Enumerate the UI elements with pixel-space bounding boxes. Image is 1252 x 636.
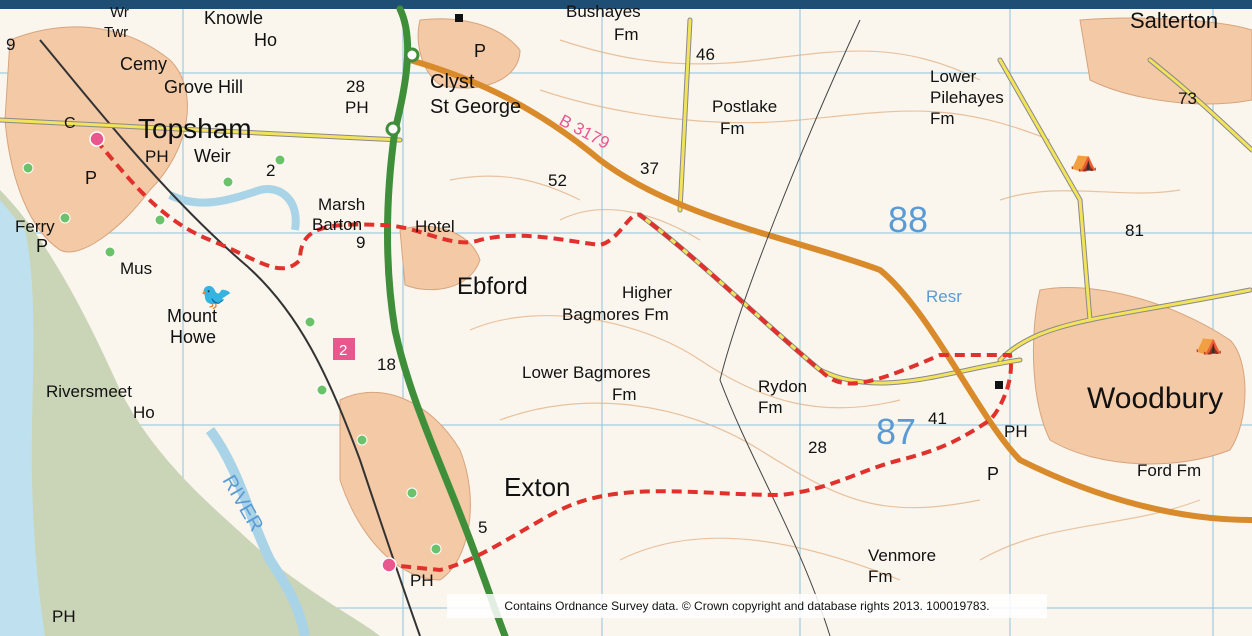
- label-woodbury: Woodbury: [1087, 382, 1223, 415]
- walking-route: [94, 138, 1013, 573]
- power-line: [719, 19, 861, 636]
- label-ph-2: PH: [145, 147, 169, 166]
- label-topsham: Topsham: [138, 113, 252, 144]
- label-mus: Mus: [120, 259, 152, 278]
- church-icon: [995, 381, 1003, 389]
- label-ford-fm: Ford Fm: [1137, 461, 1201, 480]
- a-road: [384, 5, 509, 636]
- label-ph-3: PH: [1004, 422, 1028, 441]
- roundabout: [404, 47, 420, 63]
- label-barton: Barton: [312, 215, 362, 234]
- label-ph-4: PH: [410, 571, 434, 590]
- label-bushayes: Bushayes: [566, 2, 641, 21]
- b-road: [407, 57, 1252, 523]
- label-resr: Resr: [926, 287, 962, 306]
- label-knowle: Knowle: [204, 8, 263, 28]
- height-41: 41: [928, 409, 947, 428]
- label-marsh: Marsh: [318, 195, 365, 214]
- label-salterton: Salterton: [1130, 8, 1218, 33]
- height-5: 5: [478, 518, 487, 537]
- label-st-george: St George: [430, 96, 521, 118]
- height-46: 46: [696, 45, 715, 64]
- label-bushayes-fm: Fm: [614, 25, 639, 44]
- label-ph-5: PH: [52, 607, 76, 626]
- label-hotel: Hotel: [415, 217, 455, 236]
- grid-box: [333, 338, 355, 360]
- creek: [168, 185, 300, 231]
- grid-number-87: 87: [876, 411, 916, 452]
- label-knowle-ho: Ho: [254, 30, 277, 50]
- green-markers: [22, 154, 442, 555]
- grid-box-number: 2: [339, 342, 347, 359]
- label-clyst: Clyst: [430, 71, 475, 93]
- label-lower-bagmores-fm: Fm: [612, 385, 637, 404]
- label-postlake-fm: Fm: [720, 119, 745, 138]
- label-lower-bagmores: Lower Bagmores: [522, 363, 651, 382]
- height-9: 9: [6, 35, 15, 54]
- label-lower: Lower: [930, 67, 977, 86]
- label-venmore-fm: Fm: [868, 567, 893, 586]
- label-bagmores-fm: Bagmores Fm: [562, 305, 669, 324]
- height-18: 18: [377, 355, 396, 374]
- estuary-flats: [0, 190, 380, 636]
- height-28: 28: [346, 77, 365, 96]
- label-riversmeet-ho: Ho: [133, 403, 155, 422]
- place-labels: Topsham Clyst St George Ebford Exton Woo…: [15, 2, 1223, 586]
- label-pilehayes-fm: Fm: [930, 109, 955, 128]
- height-37: 37: [640, 159, 659, 178]
- river-channel-2: [205, 427, 310, 636]
- label-postlake: Postlake: [712, 97, 777, 116]
- campsite-icon-2: ⛺: [1195, 330, 1222, 355]
- label-p-2: P: [85, 168, 97, 188]
- river-channel: [0, 200, 45, 636]
- copyright-notice: Contains Ordnance Survey data. © Crown c…: [447, 594, 1047, 618]
- height-2: 2: [266, 161, 275, 180]
- label-ph-1: PH: [345, 98, 369, 117]
- label-venmore: Venmore: [868, 546, 936, 565]
- route-start-marker: [89, 131, 105, 147]
- bird-icon: 🐦: [200, 281, 232, 311]
- label-p-3: P: [36, 236, 48, 256]
- height-52: 52: [548, 171, 567, 190]
- label-p-4: P: [987, 464, 999, 484]
- railway-line: [39, 39, 421, 636]
- height-81: 81: [1125, 221, 1144, 240]
- label-grove-hill: Grove Hill: [164, 77, 243, 97]
- label-ferry: Ferry: [15, 217, 55, 236]
- label-exton: Exton: [504, 472, 571, 502]
- label-mount: Mount: [167, 306, 217, 326]
- label-c: C: [64, 115, 76, 132]
- roundabout-2: [385, 121, 401, 137]
- label-rydon: Rydon: [758, 377, 807, 396]
- label-p-1: P: [474, 41, 486, 61]
- label-howe: Howe: [170, 327, 216, 347]
- label-rydon-fm: Fm: [758, 398, 783, 417]
- height-73: 73: [1178, 89, 1197, 108]
- abbrev-labels: PH PH PH PH PH P P P P C: [36, 41, 1028, 626]
- label-higher: Higher: [622, 283, 672, 302]
- label-pilehayes: Pilehayes: [930, 88, 1004, 107]
- label-ebford: Ebford: [457, 273, 528, 300]
- church-icon-2: [455, 14, 463, 22]
- label-twr: Twr: [104, 24, 128, 41]
- grid-number-88: 88: [888, 199, 928, 240]
- height-9b: 9: [356, 233, 365, 252]
- spot-heights: 9 28 2 46 73 52 37 81 18 5 41 28 9 88 87: [6, 35, 1197, 537]
- label-weir: Weir: [194, 146, 231, 166]
- campsite-icon: ⛺: [1070, 147, 1097, 172]
- route-end-marker: [381, 557, 397, 573]
- label-wr: Wr: [110, 4, 129, 21]
- header-bar: [0, 0, 1252, 9]
- label-riversmeet: Riversmeet: [46, 382, 132, 401]
- label-cemy: Cemy: [120, 54, 167, 74]
- height-28b: 28: [808, 438, 827, 457]
